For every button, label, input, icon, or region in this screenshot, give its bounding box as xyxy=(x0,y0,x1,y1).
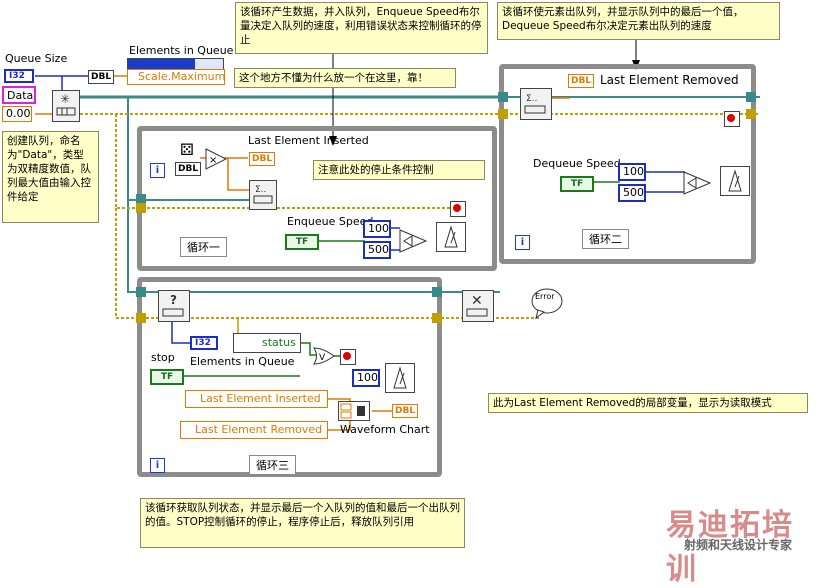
svg-text:✕: ✕ xyxy=(471,293,483,309)
loop-2-tunnel-ref xyxy=(498,92,508,102)
loop-3-name: 循环三 xyxy=(249,455,296,475)
last-element-removed-label: Last Element Removed xyxy=(600,73,739,87)
dbl-convert-node: DBL xyxy=(88,70,115,84)
svg-text:?: ? xyxy=(170,293,177,307)
status-label: status xyxy=(262,336,296,349)
simple-error-handler-node[interactable]: Error xyxy=(530,286,564,320)
loop-3-out-error xyxy=(432,313,442,323)
select-node-loop2 xyxy=(682,170,712,196)
elements-in-queue-label: Elements in Queue xyxy=(129,44,234,57)
loop-2-out-error xyxy=(746,109,756,119)
while-loop-2 xyxy=(499,64,756,264)
loop-2-stop-terminal[interactable] xyxy=(724,111,740,127)
note-stop-condition: 注意此处的停止条件控制 xyxy=(313,160,485,180)
dbl-constant-loop1: DBL xyxy=(175,162,202,176)
enqueue-speed-control[interactable]: TF xyxy=(285,234,319,250)
enqueue-speed-label: Enqueue Speed xyxy=(287,215,374,228)
build-array-node xyxy=(338,401,370,421)
elements-in-queue-label-2: Elements in Queue xyxy=(190,355,295,368)
svg-text:V: V xyxy=(319,353,326,363)
loop-1-iteration-terminal: i xyxy=(150,163,165,178)
watermark-subtitle: 射频和天线设计专家 xyxy=(684,538,793,552)
loop-2-iteration-terminal: i xyxy=(515,235,530,250)
multiply-node: × xyxy=(205,148,228,170)
waveform-chart-terminal: DBL xyxy=(392,404,419,418)
loop-3-stop-terminal[interactable] xyxy=(340,349,356,365)
dequeue-speed-label: Dequeue Speed xyxy=(533,157,621,170)
note-loop2-description: 该循环使元素出队列，并显示队列中的最后一个值，Dequeue Speed布尔决定… xyxy=(497,2,780,40)
enqueue-constant-500: 500 xyxy=(363,241,391,259)
loop-3-tunnel-ref xyxy=(136,287,146,297)
select-node-loop1 xyxy=(398,228,428,254)
svg-text:Σ..: Σ.. xyxy=(526,94,537,104)
loop-2-name: 循环二 xyxy=(582,229,629,249)
dequeue-constant-100: 100 xyxy=(618,163,646,181)
last-element-removed-indicator: DBL xyxy=(568,74,595,88)
loop-3-tunnel-error xyxy=(136,313,146,323)
loop-3-iteration-terminal: i xyxy=(150,458,165,473)
random-number-icon: ⚄ xyxy=(180,140,194,159)
stop-control[interactable]: TF xyxy=(150,369,184,385)
dequeue-element-node[interactable]: Σ.. xyxy=(520,88,552,120)
waveform-chart-label: Waveform Chart xyxy=(340,423,430,436)
note-loop1-description: 该循环产生数据，并入队列，Enqueue Speed布尔量决定入队列的速度，利用… xyxy=(235,2,488,54)
enqueue-constant-100: 100 xyxy=(363,220,391,238)
svg-text:✳: ✳ xyxy=(60,92,70,106)
svg-text:Σ..: Σ.. xyxy=(255,185,266,195)
loop-3-out-ref xyxy=(432,287,442,297)
unbundle-by-name-node: status xyxy=(233,333,301,353)
elements-in-queue-int-indicator: I32 xyxy=(190,336,218,350)
loop3-wait-constant-100: 100 xyxy=(352,369,380,387)
zero-constant: 0.00 xyxy=(2,106,32,122)
loop-1-name: 循环一 xyxy=(180,237,227,257)
local-var-last-element-removed[interactable]: Last Element Removed xyxy=(180,421,328,439)
stop-label: stop xyxy=(151,351,175,364)
enqueue-element-node[interactable]: Σ.. xyxy=(249,180,277,210)
loop-1-tunnel-ref xyxy=(136,194,146,204)
loop-1-tunnel-error xyxy=(136,203,146,213)
queue-size-label: Queue Size xyxy=(5,52,68,65)
wait-ms-node-loop2 xyxy=(720,166,750,196)
get-queue-status-node[interactable]: ? xyxy=(158,290,190,322)
obtain-queue-node[interactable]: ✳ xyxy=(52,90,80,122)
last-element-inserted-indicator: DBL xyxy=(249,152,276,166)
note-whats-this: 这个地方不懂为什么放一个在这里，靠！ xyxy=(234,68,456,88)
error-label: Error xyxy=(535,292,555,301)
release-queue-node[interactable]: ✕ xyxy=(462,290,494,322)
note-loop3-description: 该循环获取队列状态，并显示最后一个入队列的值和最后一个出队列的值。STOP控制循… xyxy=(140,498,465,548)
loop-1-stop-terminal[interactable] xyxy=(450,201,466,217)
wait-ms-node-loop1 xyxy=(436,222,466,252)
dequeue-speed-control[interactable]: TF xyxy=(560,176,594,192)
wait-ms-node-loop3 xyxy=(385,363,415,393)
queue-size-control[interactable]: I32 xyxy=(4,69,34,83)
svg-text:×: × xyxy=(209,155,217,166)
note-create-queue: 创建队列，命名为"Data"，类型为双精度数值，队列最大值由输入控件给定 xyxy=(2,131,99,223)
progress-fill xyxy=(128,59,195,69)
local-var-last-element-inserted[interactable]: Last Element Inserted xyxy=(185,390,328,408)
loop-2-tunnel-error xyxy=(498,109,508,119)
note-local-variable: 此为Last Element Removed的局部变量，显示为读取模式 xyxy=(488,393,808,413)
data-control-border[interactable]: Data xyxy=(2,86,36,104)
or-node: V xyxy=(313,347,335,365)
last-element-inserted-label: Last Element Inserted xyxy=(248,134,369,147)
data-label: Data xyxy=(7,89,34,102)
loop-2-out-ref xyxy=(746,92,756,102)
scale-maximum-property: Scale.Maximum xyxy=(127,69,225,85)
dequeue-constant-500: 500 xyxy=(618,184,646,202)
